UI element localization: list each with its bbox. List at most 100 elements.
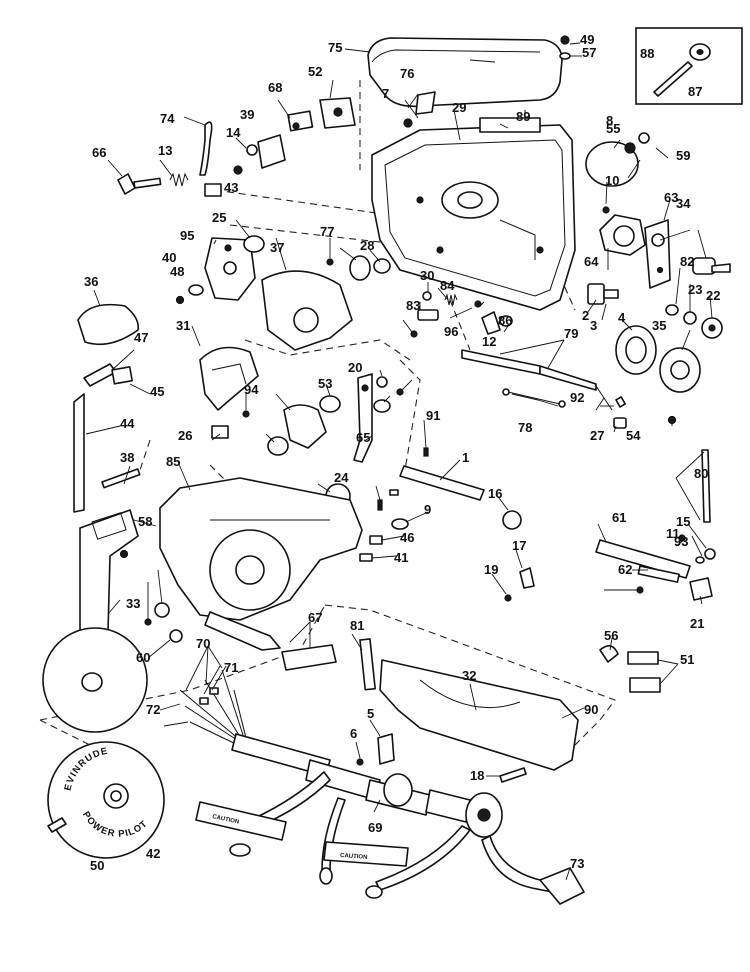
callout-label-8: 8 [606,113,613,128]
callout-labels: 1234567891011121314151617181920212223242… [84,32,720,873]
callout-label-91: 91 [426,408,440,423]
callout-label-10: 10 [605,173,619,188]
callout-label-83: 83 [406,298,420,313]
callout-label-68: 68 [268,80,282,95]
inset-detail-box [635,27,743,105]
callout-label-75: 75 [328,40,342,55]
callout-label-49: 49 [580,32,594,47]
callout-label-88: 88 [640,46,654,61]
callout-label-39: 39 [240,107,254,122]
cover-75-drawing [367,37,563,108]
callout-label-80: 80 [694,466,708,481]
callout-label-55: 55 [606,121,620,136]
callout-label-42: 42 [146,846,160,861]
callout-label-37: 37 [270,240,284,255]
callout-label-52: 52 [308,64,322,79]
callout-label-85: 85 [166,454,180,469]
callout-label-65: 65 [356,430,370,445]
callout-label-34: 34 [676,196,691,211]
callout-label-44: 44 [120,416,135,431]
callout-label-79: 79 [564,326,578,341]
callout-label-15: 15 [676,514,690,529]
callout-label-9: 9 [424,502,431,517]
callout-label-14: 14 [226,125,241,140]
lower-right-parts [359,449,716,905]
callout-label-72: 72 [146,702,160,717]
callout-label-64: 64 [584,254,599,269]
callout-label-76: 76 [400,66,414,81]
callout-label-45: 45 [150,384,164,399]
callout-label-56: 56 [604,628,618,643]
callout-label-12: 12 [482,334,496,349]
callout-label-92: 92 [570,390,584,405]
callout-label-22: 22 [706,288,720,303]
middle-left-parts [73,235,513,513]
callout-label-5: 5 [367,706,374,721]
callout-label-66: 66 [92,145,106,160]
callout-label-86: 86 [498,313,512,328]
callout-label-43: 43 [224,180,238,195]
callout-label-32: 32 [462,668,476,683]
wheel-42-drawing: EVINRUDE POWER PILOT [47,741,165,859]
callout-label-93: 93 [674,534,688,549]
callout-label-35: 35 [652,318,666,333]
callout-label-27: 27 [590,428,604,443]
callout-label-51: 51 [680,652,694,667]
stud-88-drawing [653,61,693,97]
callout-label-73: 73 [570,856,584,871]
callout-label-95: 95 [180,228,194,243]
upper-right-parts [585,132,731,429]
wiring-harness-drawing: CAUTION CAUTION [179,669,573,899]
callout-label-46: 46 [400,530,414,545]
callout-label-25: 25 [212,210,226,225]
callout-label-16: 16 [488,486,502,501]
callout-label-61: 61 [612,510,626,525]
callout-label-6: 6 [350,726,357,741]
callout-label-29: 29 [452,100,466,115]
callout-label-21: 21 [690,616,704,631]
callout-label-60: 60 [136,650,150,665]
callout-label-1: 1 [462,450,469,465]
callout-label-47: 47 [134,330,148,345]
callout-label-62: 62 [618,562,632,577]
callout-label-26: 26 [178,428,192,443]
callout-label-77: 77 [320,224,334,239]
callout-label-28: 28 [360,238,374,253]
callout-label-58: 58 [138,514,152,529]
caution-decal-1-text: CAUTION [212,814,240,826]
callout-label-19: 19 [484,562,498,577]
callout-label-90: 90 [584,702,598,717]
callout-label-53: 53 [318,376,332,391]
cable-assemblies [461,349,613,411]
callout-label-81: 81 [350,618,364,633]
callout-label-4: 4 [618,310,626,325]
control-housing-29-drawing [371,117,576,311]
callout-label-13: 13 [158,143,172,158]
lower-housing-85-drawing [159,477,363,671]
callout-label-38: 38 [120,450,134,465]
callout-label-23: 23 [688,282,702,297]
callout-label-20: 20 [348,360,362,375]
leader-lines [85,42,713,881]
callout-label-48: 48 [170,264,184,279]
callout-label-50: 50 [90,858,104,873]
callout-label-11: 11 [666,526,680,541]
callout-label-24: 24 [334,470,349,485]
callout-label-3: 3 [590,318,597,333]
callout-label-89: 89 [516,109,530,124]
callout-label-94: 94 [244,382,259,397]
callout-label-69: 69 [368,820,382,835]
callout-label-63: 63 [664,190,678,205]
callout-label-40: 40 [162,250,176,265]
callout-label-54: 54 [626,428,641,443]
callout-label-71: 71 [224,660,238,675]
callout-label-7: 7 [382,86,389,101]
callout-label-18: 18 [470,768,484,783]
callout-label-36: 36 [84,274,98,289]
callout-label-82: 82 [680,254,694,269]
callout-label-41: 41 [394,550,408,565]
callout-label-84: 84 [440,278,455,293]
callout-label-59: 59 [676,148,690,163]
